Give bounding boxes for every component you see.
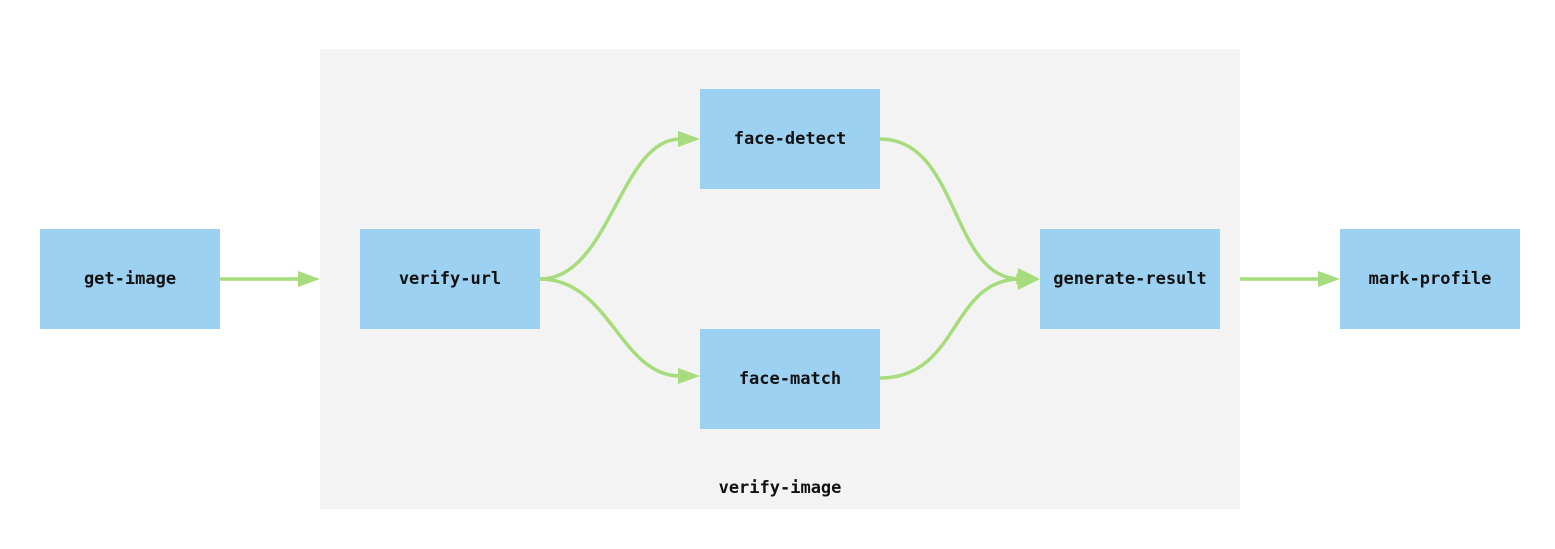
node-verify-url[interactable]: verify-url	[360, 229, 540, 329]
node-face-match[interactable]: face-match	[700, 329, 880, 429]
node-get-image[interactable]: get-image	[40, 229, 220, 329]
node-face-detect[interactable]: face-detect	[700, 89, 880, 189]
node-generate-result[interactable]: generate-result	[1040, 229, 1220, 329]
group-label-verify-image: verify-image	[718, 478, 842, 498]
arrowhead-verify-image-to-mark-profile	[1318, 271, 1340, 287]
node-mark-profile[interactable]: mark-profile	[1340, 229, 1520, 329]
arrowhead-get-image-to-verify-image	[298, 271, 320, 287]
